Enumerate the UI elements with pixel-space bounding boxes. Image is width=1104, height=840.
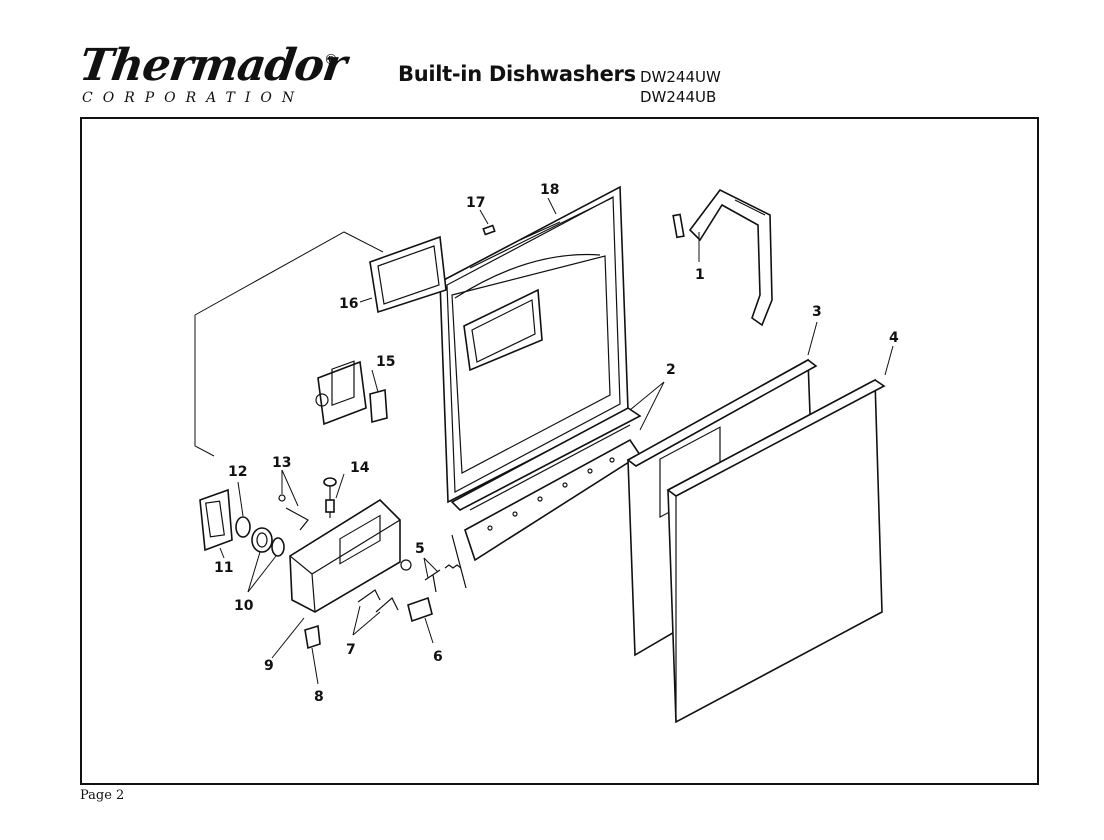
callout-8: 8 (314, 689, 324, 705)
callout-11: 11 (214, 560, 233, 576)
corporation-label: CORPORATION (82, 90, 305, 106)
registered-mark: ® (324, 52, 338, 68)
spring-clip (278, 494, 309, 531)
callout-12: 12 (228, 464, 247, 480)
callout-6: 6 (433, 649, 443, 665)
switch (407, 596, 433, 623)
callout-2: 2 (666, 362, 676, 378)
callout-15: 15 (376, 354, 395, 370)
ring-seal (235, 516, 285, 557)
plunger (323, 477, 337, 518)
callout-4: 4 (889, 330, 899, 346)
diagram-frame (80, 117, 1039, 785)
cover-plate (199, 488, 233, 552)
thermador-logo: Thermador ® CORPORATION (76, 40, 348, 106)
callout-1: 1 (695, 267, 705, 283)
window-frame (369, 235, 447, 314)
latch-clip (304, 624, 321, 650)
callout-17: 17 (466, 195, 485, 211)
document-title: Built-in Dishwashers (398, 62, 636, 86)
callout-14: 14 (350, 460, 370, 476)
callout-18: 18 (540, 182, 559, 198)
actuator-springs (357, 589, 399, 613)
inner-door-liner (439, 185, 629, 504)
callout-5: 5 (415, 541, 425, 557)
callout-3: 3 (812, 304, 822, 320)
top-bracket (672, 188, 773, 327)
screw (482, 224, 496, 236)
outer-door-panel (666, 378, 886, 724)
control-housing (288, 498, 401, 613)
callout-16: 16 (339, 296, 358, 312)
callout-10: 10 (234, 598, 254, 614)
page-number: Page 2 (80, 788, 125, 803)
model-number: DW244UW (640, 68, 721, 86)
callout-13: 13 (272, 455, 291, 471)
model-number: DW244UB (640, 88, 717, 106)
dispenser-housing (315, 360, 388, 426)
callout-9: 9 (264, 658, 274, 674)
callout-7: 7 (346, 642, 356, 658)
